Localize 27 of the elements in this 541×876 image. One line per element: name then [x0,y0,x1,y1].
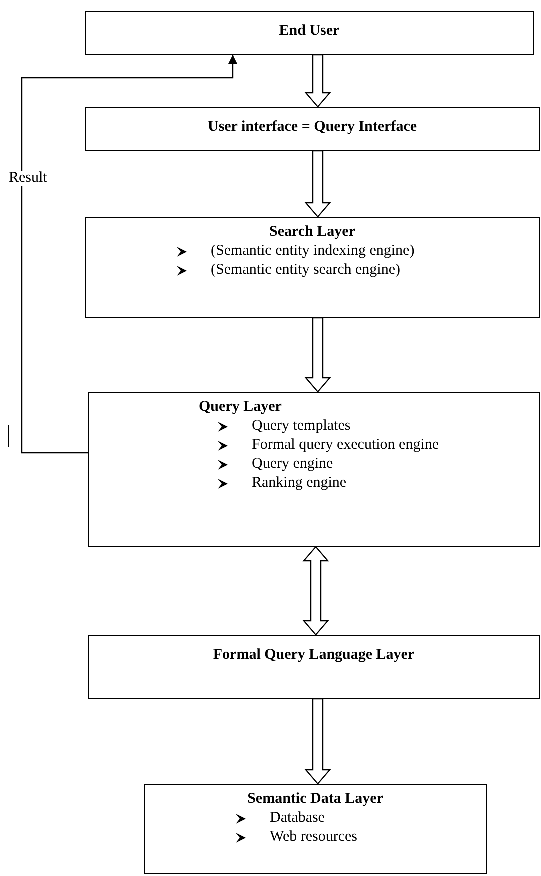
layer-box [144,784,487,874]
list-item: Formal query execution engine [252,436,440,455]
layer-title: Search Layer [270,223,356,242]
block-arrow [304,54,332,108]
list-item: Web resources [270,828,358,847]
layer-title: User interface = Query Interface [208,118,418,137]
list-item: Ranking engine [252,474,347,493]
block-arrow [304,317,332,393]
block-arrow [302,546,330,636]
layer-box [88,635,540,699]
layer-title: Formal Query Language Layer [213,646,415,665]
block-arrow [304,698,332,785]
list-item: Database [270,809,325,828]
list-item: (Semantic entity indexing engine) [211,242,415,261]
list-item: Query templates [252,417,351,436]
block-arrow [304,150,332,218]
list-item: Query engine [252,455,334,474]
feedback-arrow [21,55,238,454]
layer-box [85,107,540,151]
layer-title: Query Layer [199,398,282,417]
layer-title: Semantic Data Layer [248,790,384,809]
layer-box [85,11,534,55]
layer-title: End User [279,22,340,41]
layer-box [85,217,540,318]
list-item: (Semantic entity search engine) [211,261,401,280]
layer-box [88,392,540,547]
edge-label: Result [9,171,48,186]
